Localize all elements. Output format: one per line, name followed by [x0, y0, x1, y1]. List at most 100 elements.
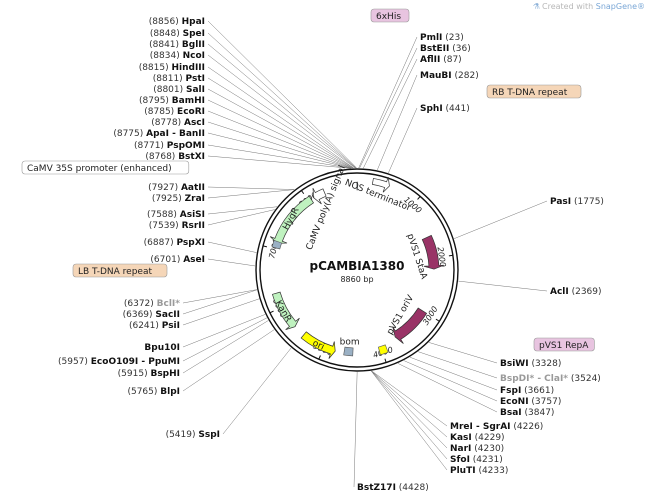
site-bamhi[interactable]: (8795) BamHI: [139, 96, 205, 106]
site-bstz17i[interactable]: BstZ17I (4428): [357, 483, 429, 493]
site-maubi[interactable]: MauBI (282): [420, 71, 479, 81]
feature-label-kanr: KanR: [273, 299, 293, 324]
site-leader-apai-banii: [207, 132, 351, 169]
site-leader-psii: [182, 298, 260, 326]
tag-camv-35s-promoter-enhanced[interactable]: CaMV 35S promoter (enhanced): [21, 160, 190, 175]
site-fspi[interactable]: FspI (3661): [500, 386, 554, 396]
site-asisi[interactable]: (7588) AsiSI: [147, 210, 205, 220]
site-bglii[interactable]: (8841) BglII: [149, 40, 205, 50]
site-pasi[interactable]: PasI (1775): [550, 197, 604, 207]
tag-6xhis[interactable]: 6xHis: [370, 8, 410, 23]
site-position: (8771): [134, 141, 167, 151]
site-rsrii[interactable]: (7539) RsrII: [149, 221, 205, 231]
site-blpi[interactable]: (5765) BlpI: [127, 387, 180, 397]
tag-label: pVS1 RepA: [539, 341, 589, 351]
tag-pvs1-repa[interactable]: pVS1 RepA: [533, 337, 595, 352]
site-sali[interactable]: (8801) SalI: [153, 85, 205, 95]
site-econi[interactable]: EcoNI (3757): [500, 397, 561, 407]
site-position: (36): [449, 44, 470, 54]
site-pmli[interactable]: PmlI (23): [420, 33, 464, 43]
tag-rb-t-dna-repeat[interactable]: RB T-DNA repeat: [486, 84, 582, 99]
site-asci[interactable]: (8778) AscI: [151, 118, 205, 128]
site-pspomi[interactable]: (8771) PspOMI: [134, 141, 205, 151]
site-spei[interactable]: (8848) SpeI: [150, 29, 205, 39]
site-position: (8775): [113, 129, 146, 139]
feature-bom: [343, 346, 354, 357]
site-pspxi[interactable]: (6887) PspXI: [144, 238, 205, 248]
site-apai-banii[interactable]: (8775) ApaI - BanII: [113, 129, 205, 139]
site-bsiwi[interactable]: BsiWI (3328): [500, 359, 561, 369]
site-name: AsiSI: [180, 210, 205, 220]
site-position: (4231): [470, 455, 503, 465]
site-name: HindIII: [171, 63, 205, 73]
credit-brand: SnapGene®: [595, 2, 645, 11]
site-bcli[interactable]: (6372) BclI*: [124, 299, 180, 309]
site-zrai[interactable]: (7925) ZraI: [152, 194, 205, 204]
site-name: PspOMI: [167, 141, 205, 151]
tag-lb-t-dna-repeat[interactable]: LB T-DNA repeat: [72, 263, 168, 278]
site-name: RsrII: [182, 221, 205, 231]
site-kasi[interactable]: KasI (4229): [450, 433, 505, 443]
site-position: (3524): [568, 374, 601, 384]
site-leader-sali: [207, 88, 353, 169]
feature-label-bom: bom: [340, 338, 360, 348]
site-mrei-sgrai[interactable]: MreI - SgrAI (4226): [450, 422, 543, 432]
site-name: SalI: [186, 85, 205, 95]
plasmid-name: pCAMBIA1380: [310, 259, 405, 273]
site-sphi[interactable]: SphI (441): [420, 104, 470, 114]
site-sfoi[interactable]: SfoI (4231): [450, 455, 503, 465]
site-name: HpaI: [182, 17, 205, 27]
site-sspi[interactable]: (5419) SspI: [166, 430, 220, 440]
tag-box: [72, 263, 168, 278]
tag-label: LB T-DNA repeat: [78, 267, 152, 277]
site-pluti[interactable]: PluTI (4233): [450, 466, 508, 476]
site-position: (8768): [145, 152, 178, 162]
site-ecoo109i-ppumi[interactable]: (5957) EcoO109I - PpuMI: [58, 357, 180, 367]
feature-camv-poly-a-signal: [312, 187, 327, 205]
site-name: AscI: [184, 118, 205, 128]
site-ncoi[interactable]: (8834) NcoI: [150, 51, 205, 61]
site-psii[interactable]: (6241) PsiI: [129, 321, 180, 331]
site-bspdi-clai[interactable]: BspDI* - ClaI* (3524): [500, 374, 601, 384]
site-bpu10i[interactable]: Bpu10I: [144, 343, 180, 353]
site-asei[interactable]: (6701) AseI: [150, 255, 205, 265]
tag-box: [370, 8, 410, 23]
site-aflii[interactable]: AflII (87): [420, 55, 462, 65]
site-name: KasI: [450, 433, 472, 443]
site-leader-bsteii: [359, 47, 418, 169]
site-leader-pspxi: [207, 241, 257, 253]
site-sacii[interactable]: (6369) SacII: [123, 310, 180, 320]
site-position: (3328): [529, 359, 562, 369]
site-bsai[interactable]: BsaI (3847): [500, 408, 554, 418]
site-psti[interactable]: (8811) PstI: [153, 74, 205, 84]
site-name: BspDI* - ClaI*: [500, 374, 568, 384]
site-leader-sacii: [182, 289, 258, 315]
site-ecori[interactable]: (8785) EcoRI: [144, 107, 205, 117]
site-bsphi[interactable]: (5915) BspHI: [118, 369, 180, 379]
site-position: (7539): [149, 221, 182, 231]
site-leader-pmli: [358, 36, 418, 169]
site-leader-spei: [207, 32, 357, 169]
site-leader-hpai: [207, 20, 357, 169]
site-hpai[interactable]: (8856) HpaI: [149, 17, 205, 27]
site-leader-kasi: [371, 370, 448, 438]
site-nari[interactable]: NarI (4230): [450, 444, 504, 454]
snapgene-logo-icon: ⚗: [532, 2, 541, 11]
site-hindiii[interactable]: (8815) HindIII: [139, 63, 205, 73]
site-leader-bsiwi: [428, 342, 498, 364]
site-name: NcoI: [183, 51, 205, 61]
site-leader-nari: [371, 370, 448, 449]
site-position: (4229): [472, 433, 505, 443]
site-aatii[interactable]: (7927) AatII: [148, 183, 205, 193]
site-position: (7925): [152, 194, 185, 204]
site-acli[interactable]: AclI (2369): [550, 287, 602, 297]
site-bsteii[interactable]: BstEII (36): [420, 44, 471, 54]
site-leader-bstxi: [207, 155, 351, 169]
site-leader-lines: [182, 20, 548, 488]
site-name: SacII: [155, 310, 180, 320]
site-position: (5915): [118, 369, 151, 379]
site-bstxi[interactable]: (8768) BstXI: [145, 152, 205, 162]
backbone-inner-circle: [259, 172, 455, 368]
feature-6xhis-tick: [356, 181, 358, 191]
